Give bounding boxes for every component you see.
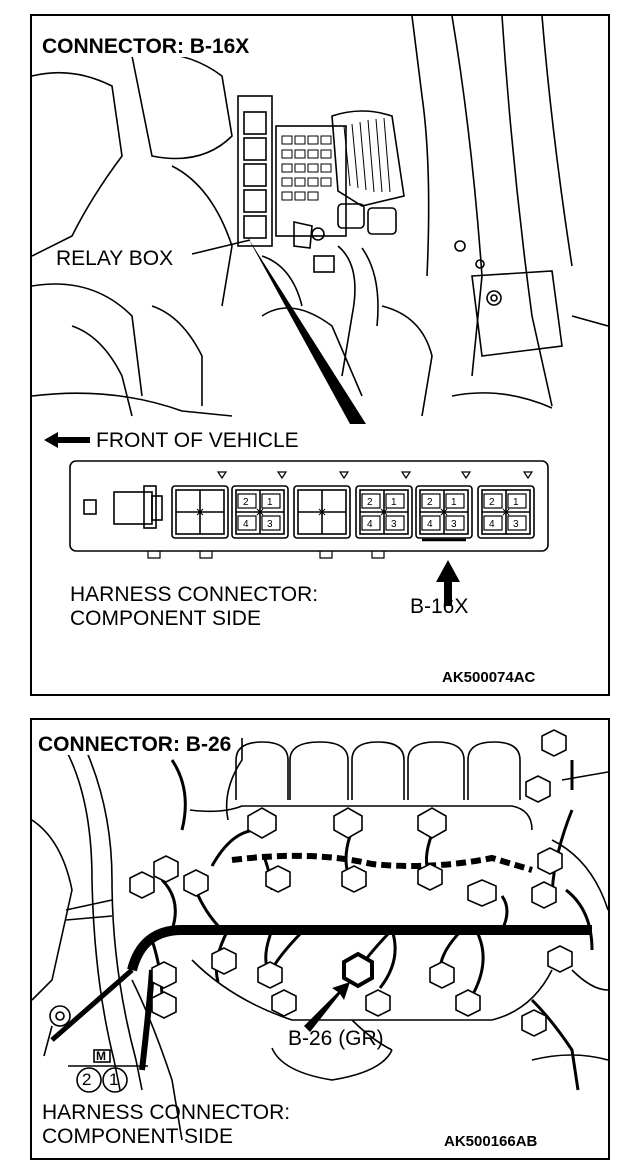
pin-number: 1 [391, 497, 397, 508]
connector-cavity: 2 1 4 3 [477, 485, 535, 539]
pin-number: 3 [451, 519, 457, 530]
connector-b16x-panel: 2 1 4 3 2 1 4 3 2 1 4 3 2 1 4 3 CONNECTOR: B-16X RELAY … [30, 14, 610, 696]
harness-connector-label-line2: COMPONENT SIDE [42, 1125, 233, 1148]
pin-number: 2 [367, 497, 373, 508]
panel2-title: CONNECTOR: B-26 [36, 733, 234, 756]
pin-number: 4 [243, 519, 249, 530]
b26-connector-label: B-26 (GR) [288, 1027, 384, 1050]
latch-triangle-icon [276, 471, 288, 480]
pin-number: 3 [513, 519, 519, 530]
relay-box-illustration: 2 1 4 3 2 1 4 3 2 1 4 3 2 1 4 3 [32, 16, 608, 606]
pin-number: 3 [391, 519, 397, 530]
connector-cavity: 2 1 4 3 [355, 485, 413, 539]
pin-number: 1 [451, 497, 457, 508]
pin-number: 4 [427, 519, 433, 530]
connector-cavity: 2 1 4 3 [415, 485, 473, 542]
panel1-title: CONNECTOR: B-16X [40, 35, 252, 58]
connector-id-label: B-16X [410, 595, 469, 618]
latch-triangle-icon [216, 471, 228, 480]
pin-number: 2 [489, 497, 495, 508]
pin-number: 2 [243, 497, 249, 508]
latch-triangle-icon [400, 471, 412, 480]
latch-triangle-icon [338, 471, 350, 480]
connector-symbol-pin-2: 2 [82, 1070, 92, 1089]
connector-cavity [293, 485, 351, 539]
pin-number: 4 [367, 519, 373, 530]
connector-cavity [171, 485, 229, 539]
harness-connector-label-line1: HARNESS CONNECTOR: [42, 1101, 291, 1124]
relay-box-label: RELAY BOX [56, 247, 174, 270]
front-of-vehicle-label: FRONT OF VEHICLE [96, 429, 299, 452]
figure-code: AK500074AC [442, 669, 536, 686]
connector-cavity: 2 1 4 3 [231, 485, 289, 539]
latch-triangle-icon [522, 471, 534, 480]
engine-harness-illustration [32, 729, 608, 1141]
connector-symbol-pin-1: 1 [109, 1070, 119, 1089]
pin-number: 1 [513, 497, 519, 508]
pin-number: 2 [427, 497, 433, 508]
figure-code: AK500166AB [444, 1133, 538, 1150]
latch-triangle-icon [460, 471, 472, 480]
harness-connector-label-line2: COMPONENT SIDE [70, 607, 261, 630]
connector-b26-panel: CONNECTOR: B-26 B-26 (GR) M 2 1 HARNESS … [30, 718, 610, 1160]
connector-symbol-letter: M [96, 1049, 106, 1063]
pin-number: 4 [489, 519, 495, 530]
pin-number: 1 [267, 497, 273, 508]
pin-number: 3 [267, 519, 273, 530]
harness-connector-label-line1: HARNESS CONNECTOR: [70, 583, 319, 606]
